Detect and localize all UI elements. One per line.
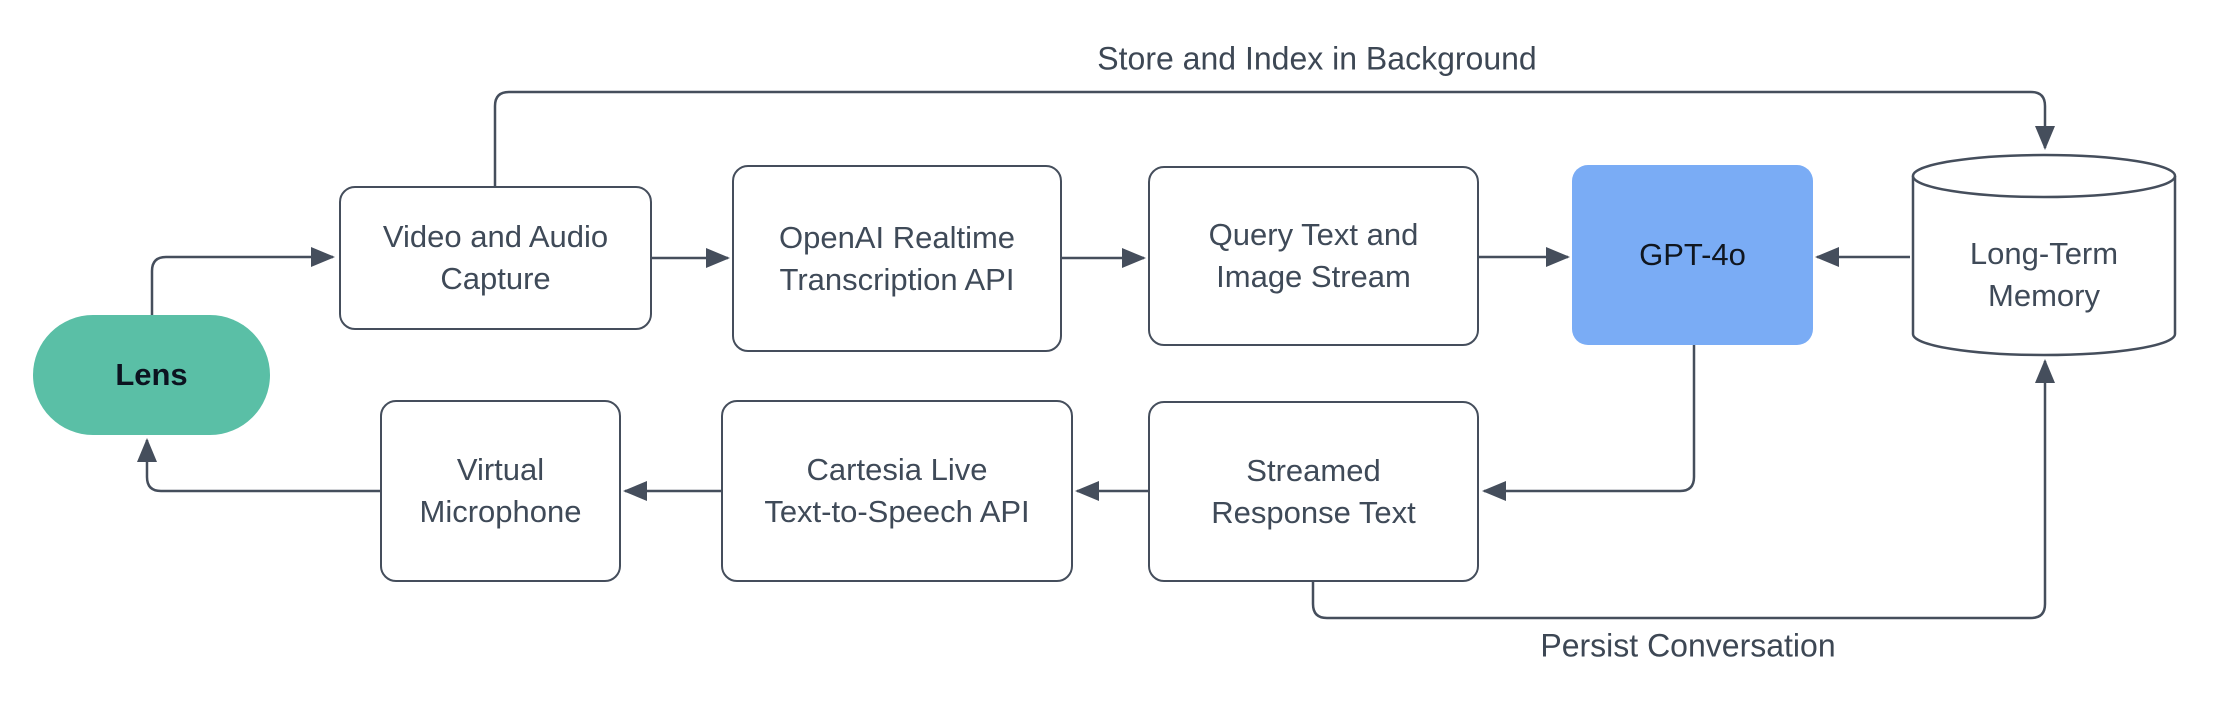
node-query-stream-label-line2: Image Stream <box>1216 259 1411 294</box>
edge-gpt-4o-to-streamed-response <box>1482 345 1696 501</box>
node-cartesia-label-line2: Text-to-Speech API <box>764 494 1030 529</box>
node-cartesia-label-line1: Cartesia Live <box>806 452 988 488</box>
node-video-audio-capture-label-line2: Capture <box>440 261 551 296</box>
node-long-term-memory-label-line2: Memory <box>1988 278 2100 313</box>
node-long-term-memory: Long-Term Memory <box>1910 152 2178 358</box>
node-gpt-4o: GPT-4o <box>1572 165 1813 345</box>
node-query-text-image-stream: Query Text and Image Stream <box>1148 166 1479 346</box>
node-cartesia-text-to-speech: Cartesia Live Text-to-Speech API <box>721 400 1073 582</box>
node-video-audio-capture-label-line1: Video and Audio <box>382 219 609 255</box>
node-video-audio-capture: Video and Audio Capture <box>339 186 652 330</box>
node-streamed-response-label-line2: Response Text <box>1211 494 1416 530</box>
database-cylinder-icon <box>1911 153 2177 357</box>
edge-label-persist-conversation: Persist Conversation <box>1534 627 1842 665</box>
node-streamed-response-label-line1: Streamed <box>1246 452 1381 488</box>
node-virtual-microphone-label-line1: Virtual <box>456 452 545 488</box>
node-streamed-response-text: Streamed Response Text <box>1148 401 1479 582</box>
edge-persist-conversation <box>1311 359 2055 620</box>
edge-virtual-microphone-to-lens <box>137 438 380 493</box>
edge-store-and-index-in-background <box>493 90 2055 186</box>
edge-lens-to-video-capture <box>150 247 335 316</box>
node-lens: Lens <box>33 315 270 435</box>
node-virtual-microphone: Virtual Microphone <box>380 400 621 582</box>
node-lens-label: Lens <box>115 357 188 393</box>
node-long-term-memory-label: Long-Term Memory <box>1910 196 2178 354</box>
cylinder-top <box>1911 153 2177 199</box>
node-openai-transcription-label-line1: OpenAI Realtime <box>778 219 1016 255</box>
node-query-stream-label-line1: Query Text and <box>1208 217 1419 253</box>
node-openai-transcription-label-line2: Transcription API <box>779 261 1015 297</box>
edge-label-store-and-index: Store and Index in Background <box>1091 40 1543 78</box>
node-gpt-4o-label: GPT-4o <box>1639 237 1746 273</box>
cylinder-body <box>1911 176 2177 357</box>
node-long-term-memory-label-line1: Long-Term <box>1969 236 2119 272</box>
node-virtual-microphone-label-line2: Microphone <box>419 494 582 529</box>
node-openai-realtime-transcription-api: OpenAI Realtime Transcription API <box>732 165 1062 352</box>
